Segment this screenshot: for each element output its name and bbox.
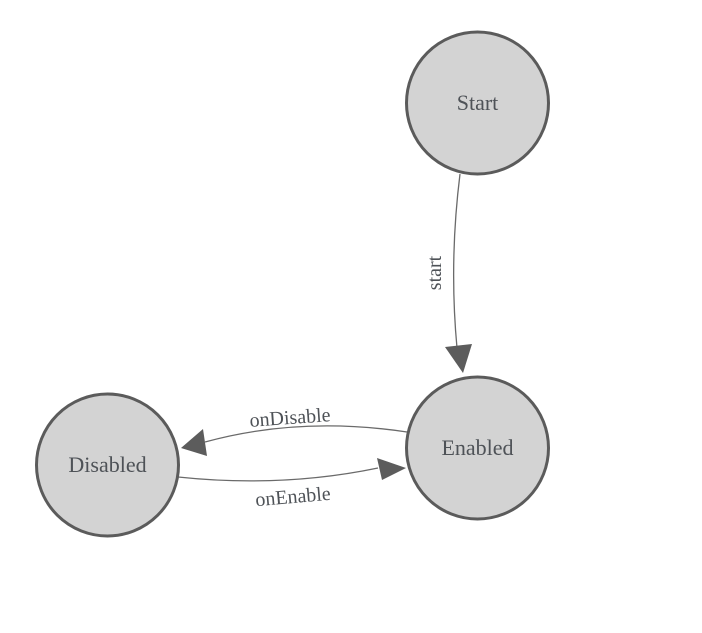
edge-disabled-to-enabled: onEnable <box>177 458 406 512</box>
edge-line-ondisable <box>204 425 408 443</box>
state-label-disabled: Disabled <box>68 452 146 477</box>
state-circle-disabled[interactable] <box>35 392 180 538</box>
edge-start-to-enabled: start <box>424 173 472 373</box>
edge-enabled-to-disabled: onDisable <box>181 404 408 456</box>
arrowhead-into-enabled-left <box>377 458 406 480</box>
arrowhead-into-disabled <box>181 429 207 456</box>
edge-label-ondisable: onDisable <box>249 404 332 432</box>
edge-label-start: start <box>424 255 446 290</box>
state-node-start[interactable]: Start <box>405 30 550 176</box>
state-node-enabled[interactable]: Enabled <box>405 375 550 521</box>
state-label-start: Start <box>457 90 499 115</box>
edge-label-onenable: onEnable <box>254 483 331 512</box>
arrowhead-into-enabled-top <box>445 344 472 373</box>
state-circle-enabled[interactable] <box>405 375 550 521</box>
edge-line-start <box>452 173 461 349</box>
state-node-disabled[interactable]: Disabled <box>35 392 180 538</box>
edge-line-onenable <box>177 467 379 482</box>
state-circle-start[interactable] <box>405 30 550 176</box>
state-label-enabled: Enabled <box>441 435 513 460</box>
